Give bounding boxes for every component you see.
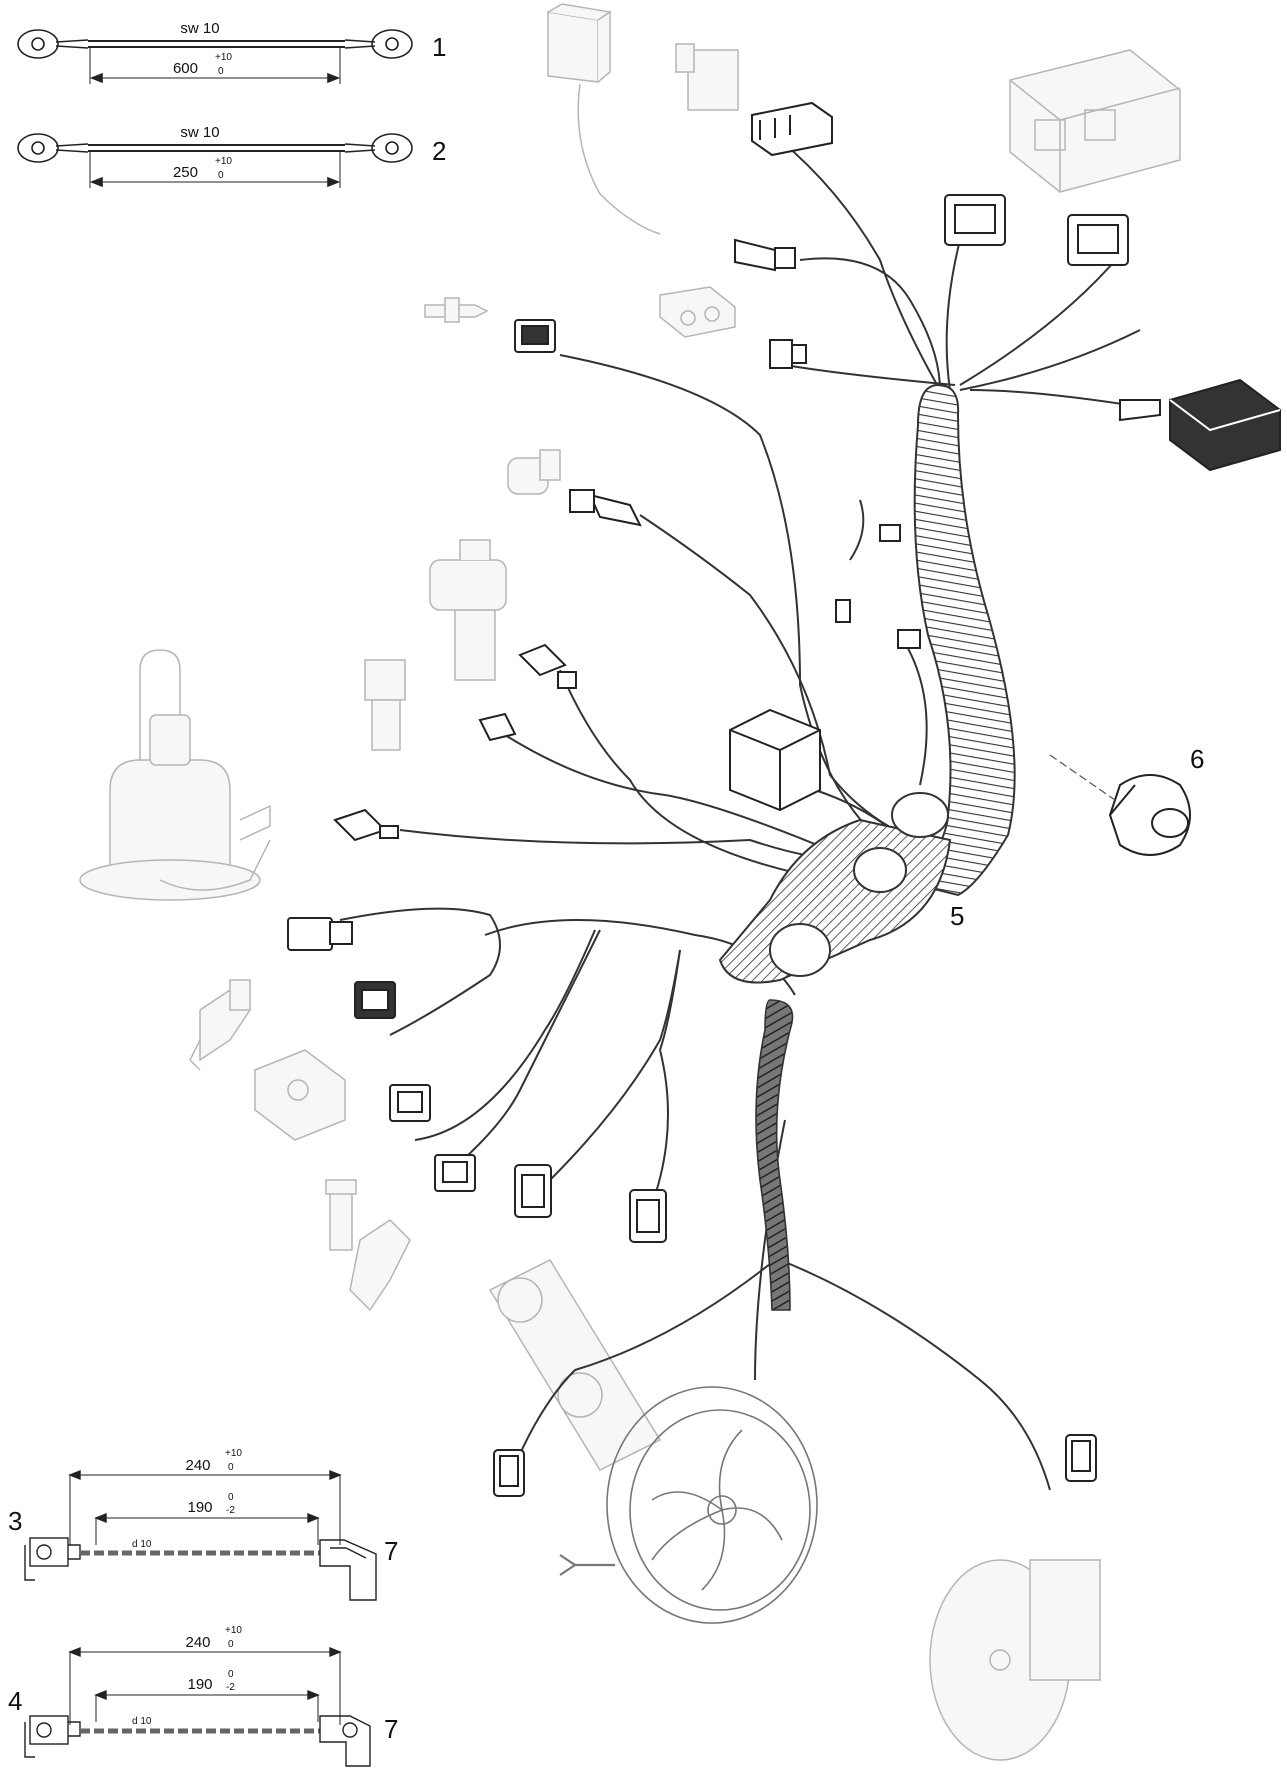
cable2-tol-lower: 0 — [218, 170, 224, 181]
relay-module — [547, 3, 661, 235]
cable3-overall: 240 — [185, 1457, 210, 1474]
diagnostic-socket — [1119, 378, 1281, 472]
cable4-overall-tol-lower: 0 — [228, 1639, 234, 1650]
harness-grommets — [769, 792, 949, 977]
cable4-inner: 190 — [187, 1676, 212, 1693]
fuse-block-connector — [751, 101, 833, 157]
cable4-overall: 240 — [185, 1634, 210, 1651]
injector-lower — [349, 1219, 411, 1312]
fan-connector-right — [1065, 1434, 1097, 1482]
fan-connector-left — [493, 1449, 525, 1497]
injector-plug-2 — [354, 981, 396, 1019]
cable3-overall-tol-upper: +10 — [225, 1448, 242, 1459]
cable2-spec: sw 10 — [180, 124, 219, 141]
plug-e — [629, 1189, 667, 1243]
cable1-length: 600 — [173, 60, 198, 77]
relay-socket-b — [1067, 214, 1129, 266]
throttle-position-sensor — [254, 1049, 346, 1141]
ring-terminal-left — [17, 29, 59, 59]
relay-socket-a — [944, 194, 1006, 246]
cable1-tol-upper: +10 — [215, 52, 232, 63]
idle-actuator — [429, 539, 507, 681]
ignition-coil — [488, 1259, 662, 1471]
callout-7b: 7 — [384, 1714, 398, 1744]
harness-wires — [339, 139, 1161, 1491]
small-plug-mid — [769, 339, 807, 369]
eyelet-terminal-angled — [319, 1715, 371, 1767]
cable3-diameter: d 10 — [132, 1539, 152, 1550]
ring-terminal-right — [371, 29, 413, 59]
control-unit-ecu — [1009, 49, 1181, 193]
ring-terminal-left — [17, 133, 59, 163]
injector-left — [189, 979, 251, 1071]
ring-terminal-right — [371, 133, 413, 163]
cable-clamp — [1108, 774, 1191, 856]
shield-cable-3 — [24, 1469, 377, 1601]
sensor-plug-top — [734, 238, 796, 272]
small-lead-plug — [835, 524, 921, 649]
eyelet-terminal — [24, 1537, 81, 1581]
temperature-sensor — [424, 297, 489, 323]
angled-terminal — [319, 1539, 377, 1601]
callout-1: 1 — [432, 32, 446, 62]
callout-4: 4 — [8, 1686, 22, 1716]
leader-line-6 — [1049, 754, 1116, 801]
ground-cable-1 — [17, 29, 413, 84]
cable4-inner-tol-upper: 0 — [228, 1669, 234, 1680]
small-relay — [675, 43, 739, 111]
cable2-tol-upper: +10 — [215, 156, 232, 167]
fan-rear — [929, 1559, 1101, 1761]
plug-d — [514, 1164, 552, 1218]
ground-cable-2 — [17, 133, 413, 188]
ghost-components — [79, 3, 1181, 1761]
plug-b — [478, 712, 517, 742]
cable3-inner: 190 — [187, 1499, 212, 1516]
coolant-sensor — [325, 1179, 357, 1251]
cable4-inner-tol-lower: -2 — [226, 1682, 235, 1693]
cable1-spec: sw 10 — [180, 20, 219, 37]
cable4-overall-tol-upper: +10 — [225, 1625, 242, 1636]
hall-sensor-plug — [569, 489, 642, 527]
injector-plug-4 — [434, 1154, 476, 1192]
callout-3: 3 — [8, 1506, 22, 1536]
radiator-fan — [559, 1386, 818, 1624]
harness-twisted-lower — [755, 999, 794, 1311]
callout-5: 5 — [950, 901, 964, 931]
cable2-length: 250 — [173, 164, 198, 181]
callout-6: 6 — [1190, 744, 1204, 774]
plug-c — [333, 808, 399, 842]
injector-plug-3 — [389, 1084, 431, 1122]
cable3-inner-tol-lower: -2 — [226, 1505, 235, 1516]
plug-a — [518, 643, 577, 689]
harness-connectors — [287, 101, 1281, 1497]
cable3-overall-tol-lower: 0 — [228, 1462, 234, 1473]
cable1-tol-lower: 0 — [218, 66, 224, 77]
harness-trunk-sleeve — [913, 383, 1016, 897]
map-sensor — [507, 449, 561, 495]
injector-small — [364, 659, 406, 751]
connector-lambda — [514, 319, 556, 353]
fuel-pump — [79, 649, 271, 901]
eyelet-terminal — [24, 1715, 81, 1758]
harness-conduit-hatched — [718, 818, 952, 984]
callout-2: 2 — [432, 136, 446, 166]
cable3-inner-tol-upper: 0 — [228, 1492, 234, 1503]
shield-cable-4 — [24, 1646, 371, 1767]
cable-clip — [659, 286, 736, 338]
callout-7a: 7 — [384, 1536, 398, 1566]
relay-box-mid — [729, 708, 821, 812]
injector-plug-1 — [287, 917, 353, 951]
cable4-diameter: d 10 — [132, 1716, 152, 1727]
